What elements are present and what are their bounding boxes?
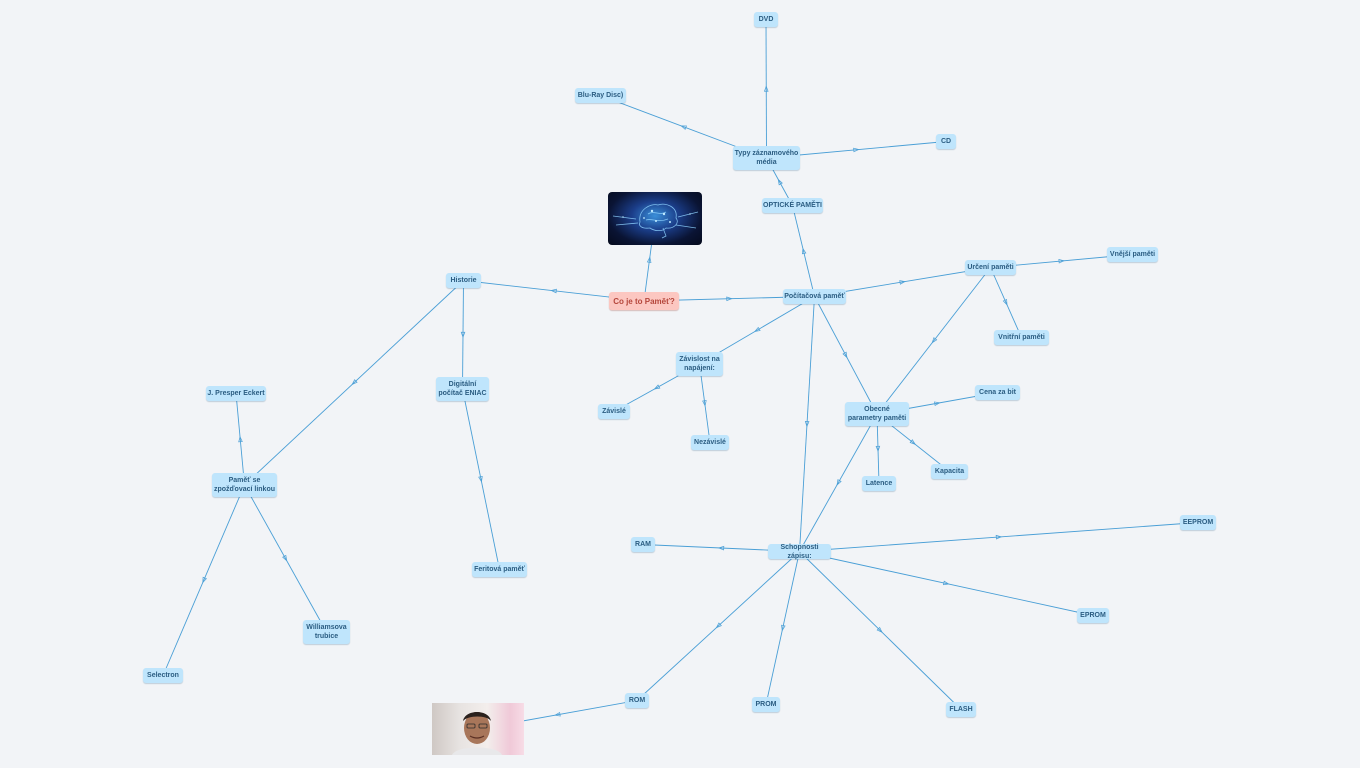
edge-digitalni-pocitac-eniac-to-feritova-pamet [462,388,500,570]
edge-arrow-icon [899,280,906,285]
edge-historie-to-pamet-se-zpozdovaci-linkou [244,280,464,486]
person-icon [452,712,502,755]
node-zavisle[interactable]: Závislé [598,404,630,419]
edge-urceni-pameti-to-obecne-parametry-pameti [876,267,991,415]
node-urceni-pameti[interactable]: Určení paměti [965,260,1016,275]
edge-arrow-icon [478,475,483,483]
edge-arrow-icon [942,580,950,586]
edge-arrow-icon [836,479,842,486]
edge-arrow-icon [282,554,288,562]
edge-arrow-icon [934,401,941,407]
edge-arrow-icon [653,384,661,390]
node-dvd[interactable]: DVD [754,12,778,27]
node-historie[interactable]: Historie [446,273,481,288]
edge-arrow-icon [238,435,243,443]
edge-arrow-icon [801,247,807,255]
edge-arrow-icon [715,622,722,629]
edge-arrow-icon [842,351,848,359]
node-eeprom[interactable]: EEPROM [1180,515,1216,530]
edge-arrow-icon [680,125,687,130]
edge-historie-to-digitalni-pocitac-eniac [462,280,464,390]
node-latence[interactable]: Latence [862,476,896,491]
node-nezavisle[interactable]: Nezávislé [691,435,729,450]
edge-arrow-icon [646,256,652,263]
edge-arrow-icon [909,439,917,445]
edge-arrow-icon [717,545,725,551]
edge-pocitacova-pamet-to-obecne-parametry-pameti [814,296,878,415]
node-blu-ray-disc[interactable]: Blu-Ray Disc) [575,88,626,103]
edge-zavislost-na-napajeni-to-nezavisle [699,363,711,443]
edge-schopnosti-zapisu-to-prom [765,551,800,705]
node-prom[interactable]: PROM [752,697,780,712]
edge-typy-zaznamoveho-media-to-dvd [765,19,767,159]
edge-arrow-icon [460,331,466,339]
edge-schopnosti-zapisu-to-rom [636,551,800,701]
node-rom[interactable]: ROM [625,693,649,708]
node-opticke-pameti[interactable]: OPTICKÉ PAMĚTI [762,198,823,213]
edge-arrow-icon [875,445,881,453]
node-digitalni-pocitac-eniac[interactable]: Digitální počítač ENIAC [436,377,489,401]
node-ram[interactable]: RAM [631,537,655,552]
edge-arrow-icon [1002,298,1008,306]
node-feritova-pamet[interactable]: Feritová paměť [472,562,527,577]
edge-arrow-icon [726,296,733,302]
node-j-presper-eckert[interactable]: J. Presper Eckert [206,386,266,401]
node-flash[interactable]: FLASH [946,702,976,717]
root-node-co-je-to-pamet[interactable]: Co je to Paměť? [609,292,679,310]
brain-icon [612,203,699,239]
edge-schopnosti-zapisu-to-flash [799,551,962,710]
edge-arrow-icon [1058,258,1066,264]
edge-arrow-icon [876,626,883,633]
node-selectron[interactable]: Selectron [143,668,183,683]
edge-pamet-se-zpozdovaci-linkou-to-j-presper-eckert [235,393,245,486]
edge-pamet-se-zpozdovaci-linkou-to-selectron [162,484,245,676]
edge-arrow-icon [781,624,786,632]
node-typy-zaznamoveho-media[interactable]: Typy záznamového média [733,146,800,170]
edge-obecne-parametry-pameti-to-schopnosti-zapisu [799,413,878,552]
node-pamet-se-zpozdovaci-linkou[interactable]: Paměť se zpožďovací linkou [212,473,277,497]
node-pocitacova-pamet[interactable]: Počítačová paměť [783,289,846,304]
edge-arrow-icon [995,534,1003,540]
person-photo[interactable] [432,703,524,755]
edge-arrow-icon [550,288,557,294]
edge-schopnosti-zapisu-to-eprom [799,551,1094,616]
edge-arrow-icon [931,337,938,344]
edge-schopnosti-zapisu-to-eeprom [799,522,1199,552]
node-cena-za-bit[interactable]: Cena za bit [975,385,1020,400]
edge-urceni-pameti-to-vnitrni-pameti [990,267,1022,338]
brain-image[interactable] [608,192,702,245]
edge-pocitacova-pamet-to-opticke-pameti [792,205,815,297]
node-schopnosti-zapisu[interactable]: Schopnosti zápisu: [768,544,831,560]
edge-arrow-icon [777,178,783,186]
node-kapacita[interactable]: Kapacita [931,464,968,479]
node-eprom[interactable]: EPROM [1077,608,1109,623]
node-cd[interactable]: CD [936,134,956,149]
edge-arrow-icon [202,576,207,584]
edge-pamet-se-zpozdovaci-linkou-to-williamsova-trubice [244,484,327,633]
edge-pocitacova-pamet-to-schopnosti-zapisu [799,296,815,552]
node-zavislost-na-napajeni[interactable]: Závislost na napájení: [676,352,723,376]
node-obecne-parametry-pameti[interactable]: Obecné parametry paměti [845,402,909,426]
edge-arrow-icon [763,85,769,92]
node-williamsova-trubice[interactable]: Williamsova trubice [303,620,350,644]
node-vnejsi-pameti[interactable]: Vnější paměti [1107,247,1158,262]
edge-arrow-icon [351,379,358,386]
edge-arrow-icon [804,421,810,428]
edge-arrow-icon [554,711,561,717]
edge-arrow-icon [853,147,860,153]
edge-arrow-icon [753,326,761,333]
edge-arrow-icon [702,400,707,407]
node-vnitrni-pameti[interactable]: Vnitřní paměti [994,330,1049,345]
